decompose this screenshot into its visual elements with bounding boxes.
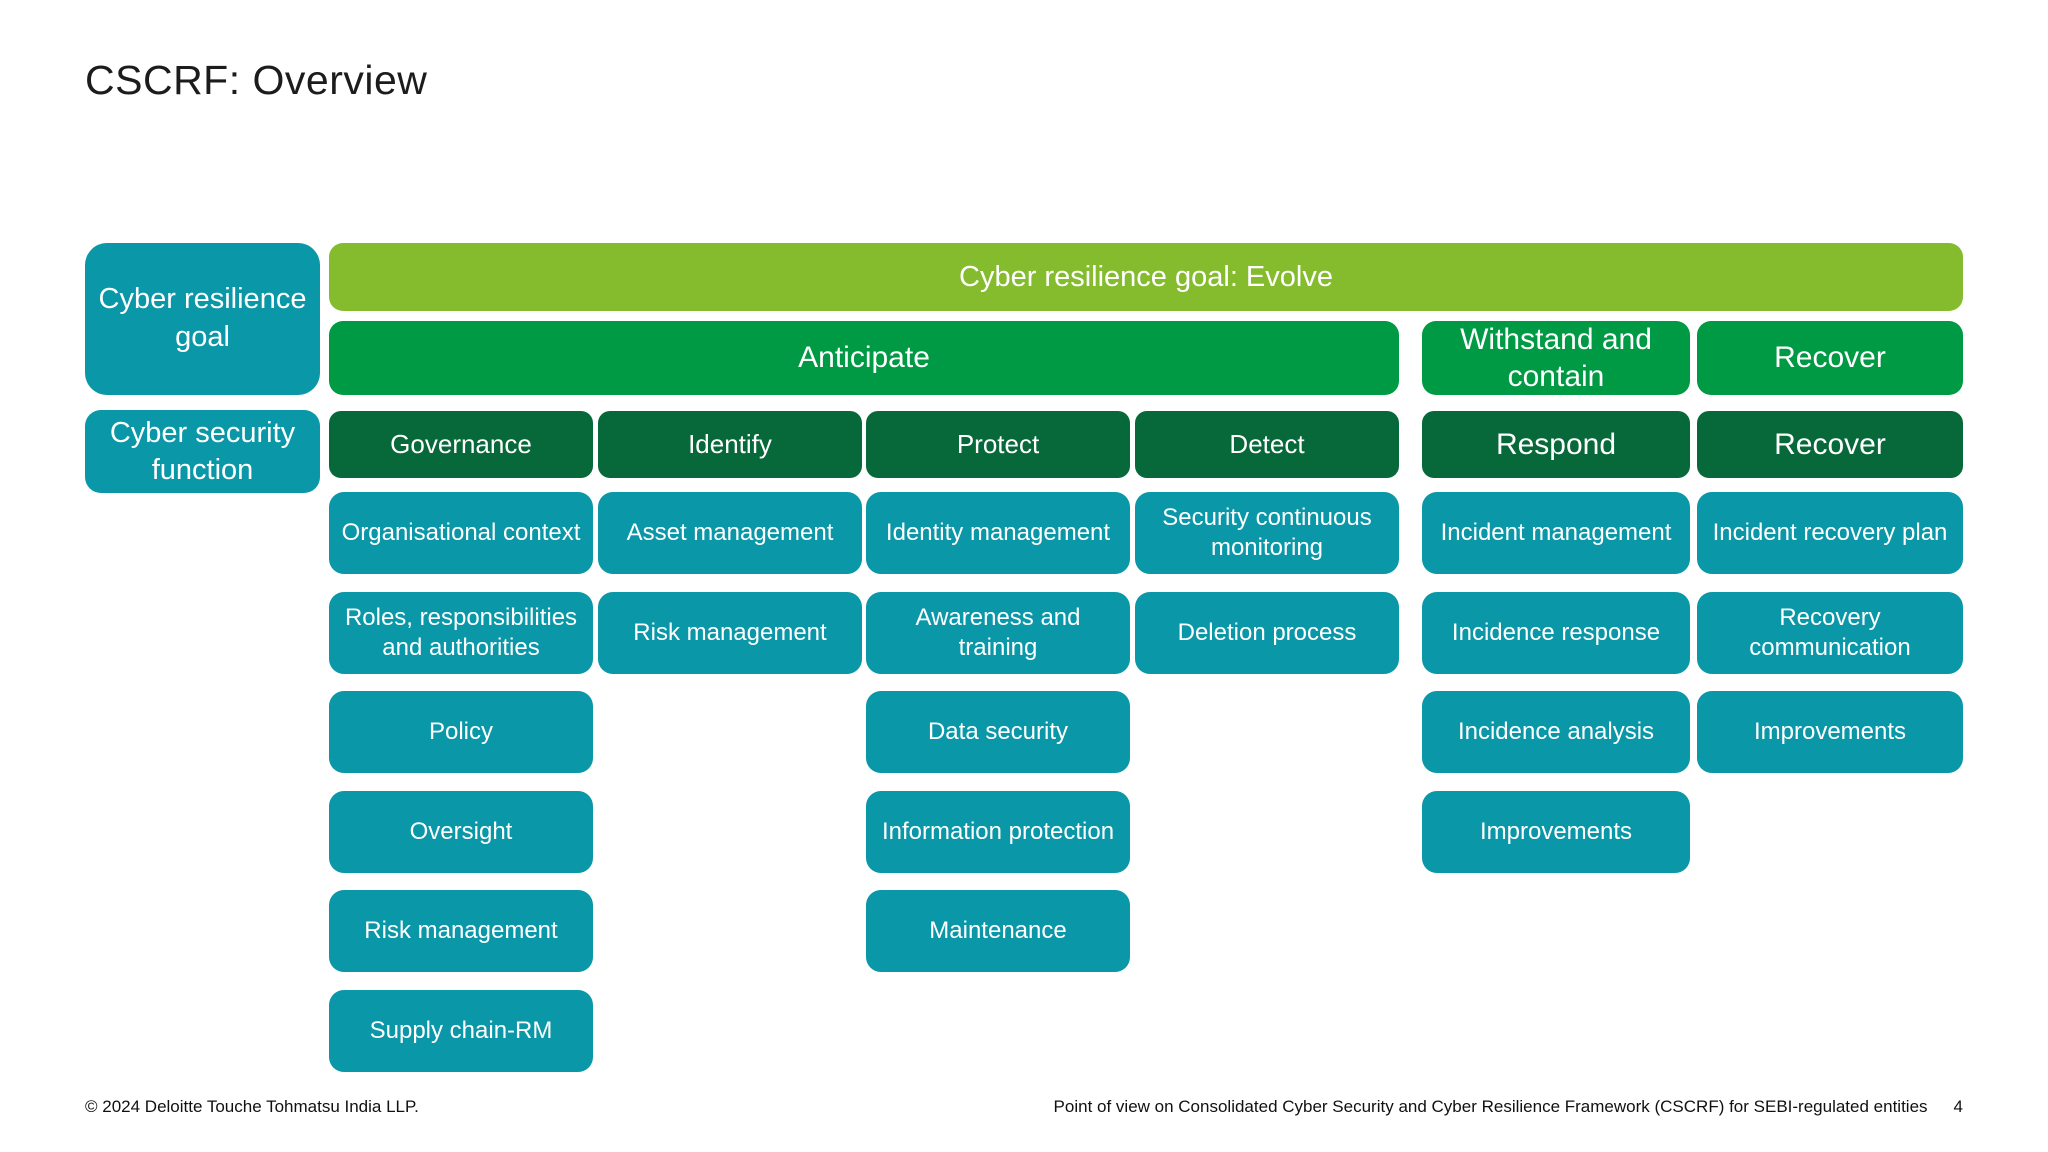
framework-cell: Risk management — [329, 890, 593, 972]
framework-diagram: Cyber resilience goal: Evolve Anticipate… — [329, 243, 1963, 1072]
framework-cell: Incident recovery plan — [1697, 492, 1963, 574]
column-protect: Protect Identity management Awareness an… — [866, 411, 1130, 1072]
function-header-identify: Identify — [598, 411, 862, 478]
framework-cell: Incident management — [1422, 492, 1690, 574]
framework-cell: Identity management — [866, 492, 1130, 574]
framework-cell: Improvements — [1422, 791, 1690, 873]
column-governance: Governance Organisational context Roles,… — [329, 411, 593, 1072]
column-recover: Recover Incident recovery plan Recovery … — [1697, 411, 1963, 1072]
function-header-recover: Recover — [1697, 411, 1963, 478]
column-respond: Respond Incident management Incidence re… — [1422, 411, 1690, 1072]
goal-bar-anticipate: Anticipate — [329, 321, 1399, 395]
framework-cell: Improvements — [1697, 691, 1963, 773]
framework-cell: Supply chain-RM — [329, 990, 593, 1072]
framework-cell: Information protection — [866, 791, 1130, 873]
goal-bar-recover: Recover — [1697, 321, 1963, 395]
footer-copyright: © 2024 Deloitte Touche Tohmatsu India LL… — [85, 1097, 419, 1116]
framework-cell: Asset management — [598, 492, 862, 574]
page-title: CSCRF: Overview — [85, 57, 428, 103]
footer-page-number: 4 — [1953, 1097, 1963, 1116]
column-detect: Detect Security continuous monitoring De… — [1135, 411, 1399, 1072]
framework-cell: Risk management — [598, 592, 862, 674]
framework-cell: Recovery communication — [1697, 592, 1963, 674]
column-identify: Identify Asset management Risk managemen… — [598, 411, 862, 1072]
framework-cell: Organisational context — [329, 492, 593, 574]
goal-bar-withstand-and-contain: Withstand and contain — [1422, 321, 1690, 395]
footer-caption-group: Point of view on Consolidated Cyber Secu… — [1054, 1097, 1963, 1117]
footer-caption: Point of view on Consolidated Cyber Secu… — [1053, 1097, 1928, 1116]
framework-cell: Deletion process — [1135, 592, 1399, 674]
function-header-detect: Detect — [1135, 411, 1399, 478]
legend-cyber-resilience-goal: Cyber resilience goal — [85, 243, 320, 395]
function-header-respond: Respond — [1422, 411, 1690, 478]
framework-cell: Oversight — [329, 791, 593, 873]
framework-cell: Security continuous monitoring — [1135, 492, 1399, 574]
framework-cell: Data security — [866, 691, 1130, 773]
goal-bar-evolve: Cyber resilience goal: Evolve — [329, 243, 1963, 311]
framework-cell: Awareness and training — [866, 592, 1130, 674]
legend-cyber-security-function: Cyber security function — [85, 410, 320, 493]
framework-cell: Incidence response — [1422, 592, 1690, 674]
framework-cell: Roles, responsibilities and authorities — [329, 592, 593, 674]
framework-cell: Incidence analysis — [1422, 691, 1690, 773]
function-header-governance: Governance — [329, 411, 593, 478]
framework-cell: Policy — [329, 691, 593, 773]
framework-cell: Maintenance — [866, 890, 1130, 972]
function-header-protect: Protect — [866, 411, 1130, 478]
